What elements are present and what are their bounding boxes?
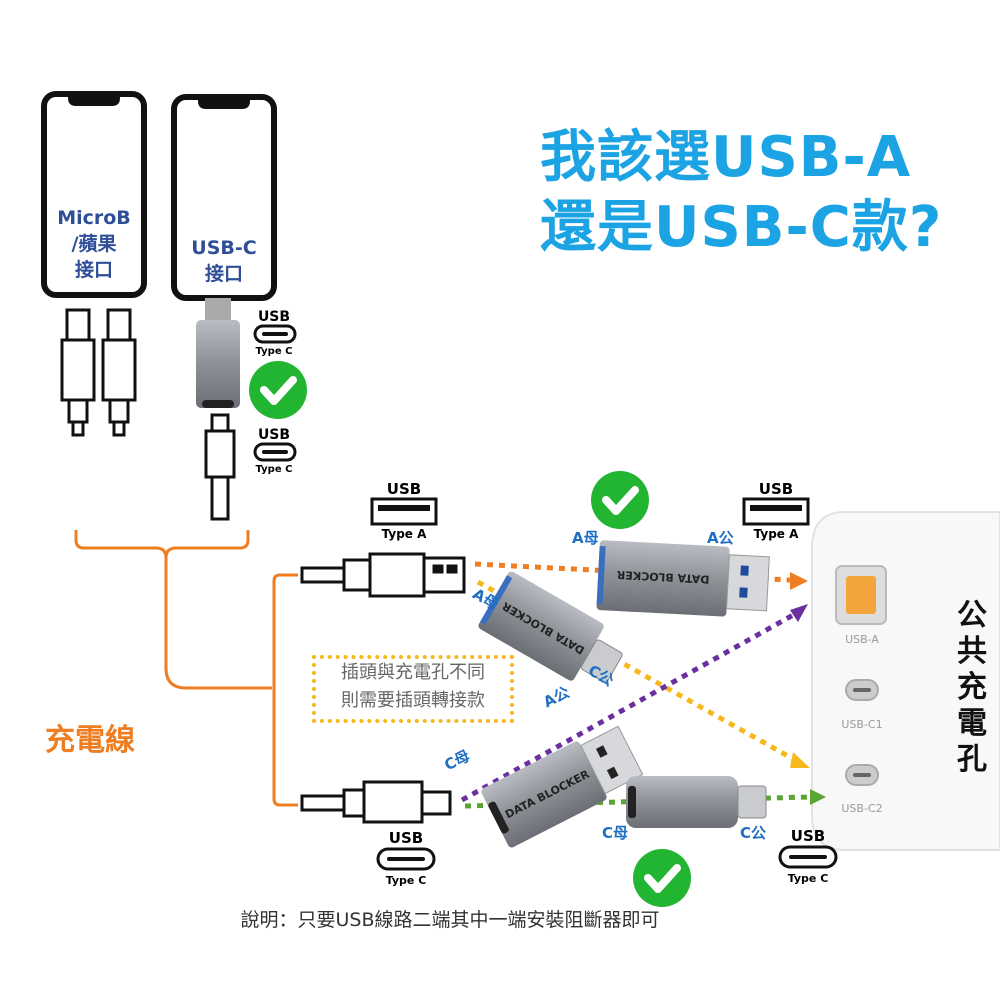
public-charger: USB-A USB-C1 USB-C2 (811, 511, 1000, 851)
arrow-icon (790, 572, 808, 590)
usb-c-cable (300, 780, 452, 824)
label-line: MicroB (57, 207, 131, 229)
label-line: /蘋果 (71, 233, 117, 255)
usb-label: USB (791, 827, 825, 845)
caption: 說明：只要USB線路二端其中一端安裝阻斷器即可 (240, 909, 660, 931)
arrow-icon (790, 604, 808, 622)
path-purple (460, 611, 797, 803)
label-a-male: A公 (540, 683, 572, 711)
cable-label: 充電線 (45, 723, 135, 758)
adapter-note: 插頭與充電孔不同 則需要插頭轉接款 (312, 655, 514, 723)
port-label: USB-A (845, 633, 879, 646)
type-c-label: Type C (788, 872, 829, 885)
cable-bracket (74, 530, 298, 807)
phone-label-usbc: USB-C 接口 (174, 235, 274, 287)
usb-type-a-icon: USB Type A (370, 480, 438, 541)
phone-usbc (171, 94, 277, 301)
note-line: 則需要插頭轉接款 (341, 690, 485, 711)
type-c-label: Type C (256, 464, 293, 475)
type-c-label: Type C (256, 346, 293, 357)
type-a-label: Type A (754, 527, 799, 541)
usb-label: USB (389, 829, 423, 847)
usbc-adapter-small (196, 298, 240, 408)
usb-label: USB (258, 427, 290, 443)
usb-type-c-icon: USB Type C (253, 427, 297, 475)
label-line: 接口 (74, 259, 113, 281)
data-blocker-a-to-a: DATA BLOCKER (596, 540, 770, 617)
page-title-line1: 我該選USB-A (540, 125, 912, 190)
usb-label: USB (258, 309, 290, 325)
label-line: USB-C (191, 237, 257, 259)
data-blocker-c-to-a: DATA BLOCKER (481, 725, 644, 848)
micro-usb-cable (101, 308, 137, 437)
label-c-male: C公 (740, 824, 766, 842)
type-a-label: Type A (382, 527, 427, 541)
usb-label: USB (387, 480, 421, 498)
usb-type-c-icon: USB Type C (376, 829, 436, 887)
label-line: 接口 (204, 263, 243, 285)
lightning-cable (60, 308, 96, 437)
side-char: 充 (957, 670, 987, 705)
side-char: 公 (957, 598, 987, 633)
usb-type-c-icon: USB Type C (778, 827, 838, 885)
side-char: 電 (957, 706, 987, 741)
arrow-icon (790, 752, 810, 768)
adapter-text: DATA BLOCKER (616, 568, 710, 586)
type-c-label: Type C (386, 874, 427, 887)
usb-label: USB (759, 480, 793, 498)
check-circle-icon (633, 849, 691, 907)
data-blocker-c-to-c (626, 776, 767, 828)
port-label: USB-C2 (841, 802, 882, 815)
page-title-line2: 還是USB-C款? (540, 195, 943, 260)
arrow-icon (810, 789, 826, 805)
check-circle-icon (249, 361, 307, 419)
side-char: 共 (957, 634, 987, 669)
side-char: 孔 (957, 742, 987, 777)
label-a-female: A母 (572, 529, 599, 547)
note-line: 插頭與充電孔不同 (341, 662, 485, 683)
data-blocker-a-to-c: DATA BLOCKER (478, 571, 623, 683)
usb-a-cable (300, 552, 466, 598)
label-c-female: C母 (441, 747, 472, 775)
phone-microb (41, 91, 147, 298)
phone-label-microb: MicroB /蘋果 接口 (44, 205, 144, 283)
charger-side-label: 公 共 充 電 孔 (950, 598, 994, 778)
usb-type-c-icon: USB Type C (253, 309, 297, 357)
port-label: USB-C1 (841, 718, 882, 731)
label-c-female: C母 (602, 824, 628, 842)
label-a-male: A公 (707, 529, 734, 547)
usb-type-a-icon: USB Type A (742, 480, 810, 541)
check-circle-icon (591, 471, 649, 529)
usbc-cable-top (204, 413, 236, 521)
